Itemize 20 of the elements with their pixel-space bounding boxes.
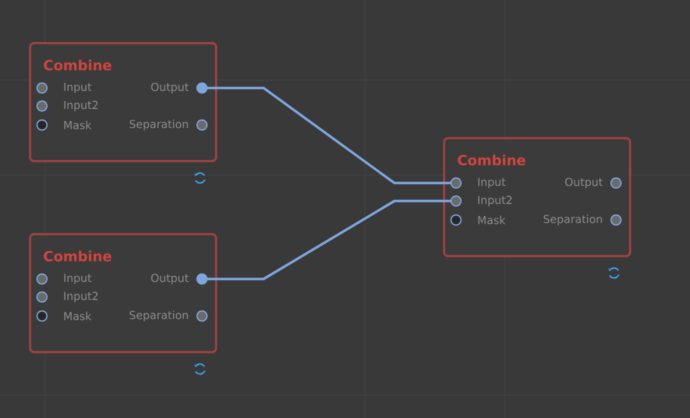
port-label: Input: [64, 274, 92, 284]
port-label: Output: [151, 82, 189, 94]
connector: [206, 200, 452, 280]
port-label: Separation: [130, 310, 188, 322]
port-label: Input2: [478, 196, 512, 206]
node-title: Combine: [458, 154, 526, 166]
port-label: Mask: [64, 312, 92, 320]
node-title: Combine: [44, 250, 112, 262]
port-label: Output: [565, 178, 603, 188]
port-label: Input: [478, 178, 506, 188]
port-label: Input2: [64, 100, 98, 112]
port-label: Input2: [64, 292, 98, 302]
port-label: Input: [64, 82, 92, 94]
port-label: Mask: [64, 120, 92, 130]
node-title: Combine: [44, 60, 112, 70]
connector: [206, 86, 452, 184]
port-label: Output: [151, 274, 189, 284]
port-label: Separation: [544, 214, 602, 226]
port-label: Separation: [130, 120, 188, 130]
port-label: Mask: [478, 216, 506, 224]
